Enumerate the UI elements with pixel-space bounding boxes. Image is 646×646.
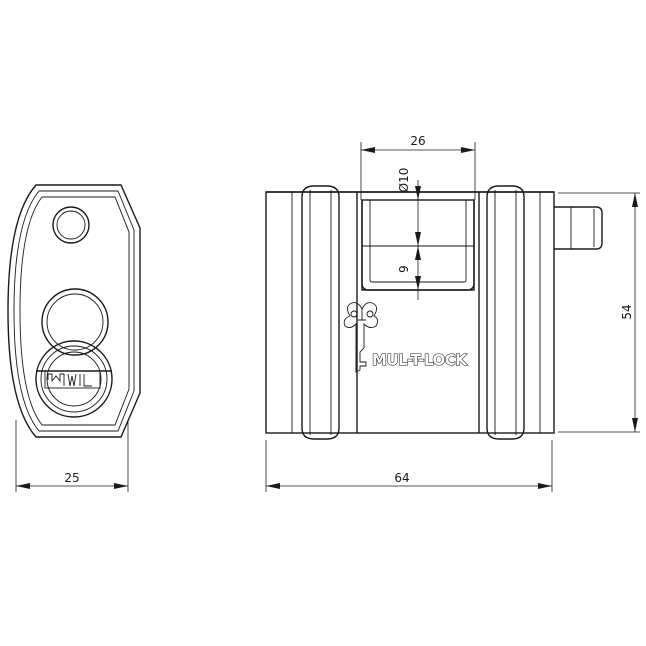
brand-logo-text: MUL-T-LOCK: [372, 351, 468, 369]
dimension-label-25: 25: [64, 471, 79, 485]
middle-hole-inner: [46, 293, 104, 351]
dimension-label-26: 26: [410, 134, 425, 148]
dimension-shackle-span: 26: [360, 134, 476, 200]
shackle-hole: [52, 206, 90, 244]
side-view-inner-profile: [13, 190, 135, 432]
side-view-outer-profile: [7, 184, 141, 438]
dimension-label-9: 9: [397, 265, 411, 273]
keyway-profile: [47, 373, 92, 387]
front-view: MUL-T-LOCK: [265, 185, 603, 440]
dimension-shackle-diameter: Ø10: [397, 168, 421, 300]
dimension-shackle-clearance: 9: [397, 246, 421, 290]
mul-t-lock-keys-logo: [343, 302, 379, 373]
plunger-outline: [554, 206, 603, 250]
dimension-body-width: 64: [265, 440, 553, 492]
left-collar: [301, 185, 340, 440]
cylinder-ring: [40, 345, 108, 413]
cylinder-face: [46, 351, 102, 407]
middle-hole: [41, 288, 109, 356]
dimension-body-height: 54: [558, 192, 640, 433]
shackle-hole-inner: [56, 210, 86, 240]
dimension-label-diameter: Ø10: [397, 168, 411, 193]
dimension-label-54: 54: [620, 304, 634, 319]
right-collar: [486, 185, 525, 440]
dimension-label-64: 64: [394, 471, 409, 485]
side-view-inner-profile-2: [19, 196, 130, 426]
dimension-side-width: 25: [15, 420, 129, 492]
side-view: [7, 184, 141, 438]
plunger: [554, 206, 603, 250]
lock-body: [265, 191, 555, 434]
cylinder-outer: [35, 340, 113, 418]
